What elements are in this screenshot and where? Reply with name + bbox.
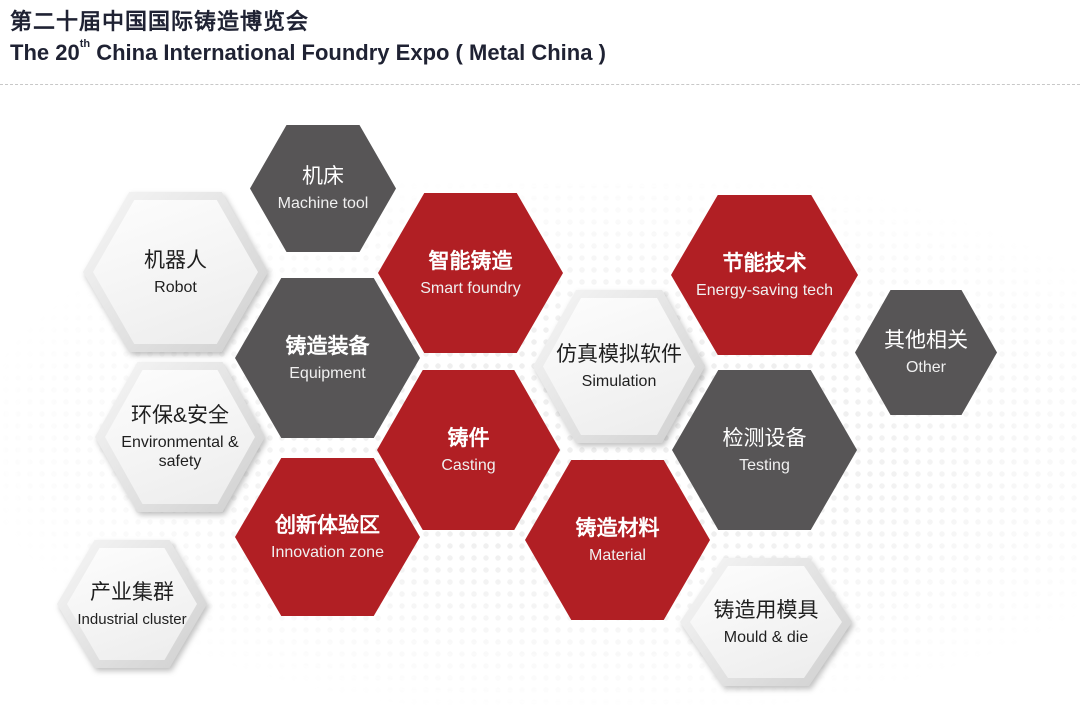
header-divider (0, 84, 1080, 85)
hex-en: Innovation zone (271, 543, 384, 561)
hex-casting: 铸件 Casting (377, 370, 560, 530)
hex-en: Industrial cluster (77, 610, 187, 628)
hex-robot: 机器人 Robot (83, 192, 268, 352)
title-english: The 20th China International Foundry Exp… (10, 38, 606, 66)
hex-cn: 铸造材料 (575, 516, 660, 540)
hex-en: Mould & die (723, 628, 809, 646)
title-en-post: China International Foundry Expo ( Metal… (90, 40, 606, 65)
title-en-pre: The 20 (10, 40, 80, 65)
hex-mould-die: 铸造用模具 Mould & die (680, 558, 852, 686)
hex-environmental-safety: 环保&安全 Environmental & safety (95, 362, 265, 512)
hex-cn: 产业集群 (90, 580, 174, 604)
hex-smart-foundry: 智能铸造 Smart foundry (378, 193, 563, 353)
hex-en: Material (589, 546, 646, 564)
hex-cn: 机器人 (144, 248, 207, 272)
hex-cn: 铸造用模具 (713, 598, 819, 622)
hex-simulation: 仿真模拟软件 Simulation (533, 290, 705, 443)
hex-en: Simulation (581, 373, 657, 390)
hex-innovation-zone: 创新体验区 Innovation zone (235, 458, 420, 616)
title-chinese: 第二十届中国国际铸造博览会 (10, 9, 310, 34)
hex-cn: 智能铸造 (428, 249, 513, 273)
hex-en: Casting (441, 456, 496, 474)
hex-other: 其他相关 Other (855, 290, 997, 415)
hex-cn: 检测设备 (722, 426, 807, 450)
hex-cn: 其他相关 (884, 329, 968, 352)
hex-en: Other (905, 359, 946, 376)
hex-energy-saving: 节能技术 Energy-saving tech (671, 195, 858, 355)
hex-cn: 节能技术 (722, 251, 807, 275)
hex-equipment: 铸造装备 Equipment (235, 278, 420, 438)
hex-en: Environmental & safety (121, 434, 239, 470)
title-en-sup: th (79, 38, 91, 50)
hex-testing: 检测设备 Testing (672, 370, 857, 530)
hex-cn: 仿真模拟软件 (556, 343, 682, 366)
hex-en: Smart foundry (420, 279, 521, 297)
hex-en: Robot (154, 278, 197, 296)
hex-cn: 铸件 (447, 426, 490, 450)
hex-en: Machine tool (277, 195, 369, 212)
hex-industrial-cluster: 产业集群 Industrial cluster (57, 540, 207, 668)
hex-cn: 机床 (302, 165, 344, 188)
hex-en: Testing (739, 456, 790, 474)
hex-material: 铸造材料 Material (525, 460, 710, 620)
hex-machine-tool: 机床 Machine tool (250, 125, 396, 252)
hex-en: Equipment (289, 364, 366, 382)
hex-cn: 创新体验区 (275, 513, 380, 537)
hex-en: Energy-saving tech (696, 281, 833, 299)
hex-cn: 铸造装备 (285, 334, 370, 358)
hex-cn: 环保&安全 (130, 404, 229, 427)
